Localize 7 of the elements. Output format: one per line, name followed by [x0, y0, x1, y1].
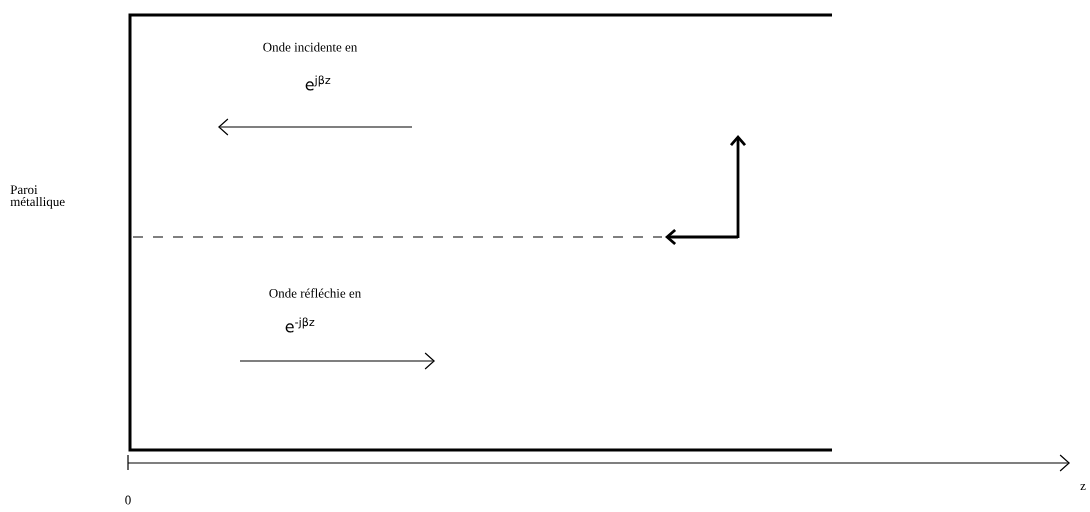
wave-label: Onde incidente en	[263, 42, 358, 52]
formula-label: e$^{-jβz}$	[285, 317, 315, 333]
wall-label: Paroi métallique	[10, 185, 65, 209]
axis-label: 0	[125, 495, 131, 505]
formula-label: e$^{jβz}$	[305, 75, 331, 91]
wave-label: Onde réfléchie en	[269, 288, 361, 298]
axis-label: z	[1080, 484, 1086, 490]
